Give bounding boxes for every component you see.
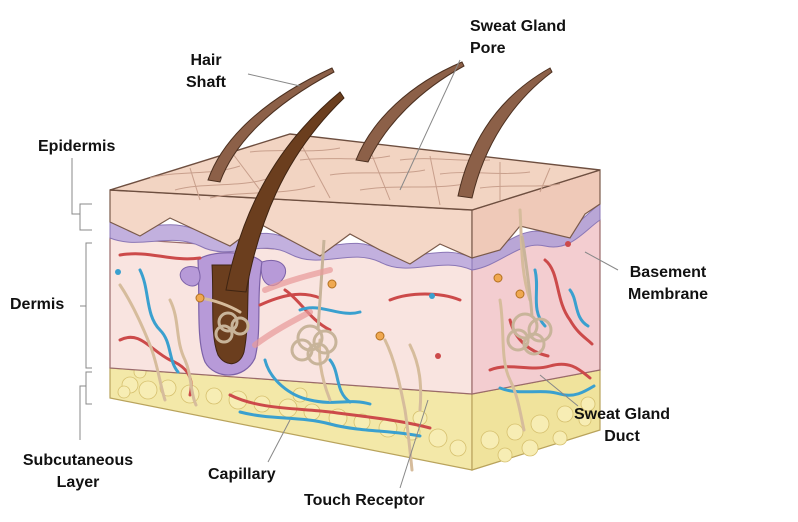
label-basement-membrane-line1: Basement	[629, 264, 707, 281]
sebaceous-gland-left	[179, 266, 201, 287]
sweat-gland-coil-middle	[290, 239, 338, 366]
label-basement-membrane: Basement Membrane	[618, 262, 718, 306]
sweat-gland-coil-right	[506, 235, 553, 356]
label-subcutaneous-layer: Subcutaneous Layer	[18, 450, 138, 494]
artery-dot	[565, 241, 571, 247]
touch-receptor-endings	[195, 273, 525, 341]
hair-shaft-main	[225, 91, 345, 293]
label-dermis-text: Dermis	[10, 296, 65, 313]
epidermis-front	[109, 189, 473, 265]
label-sweat-gland-duct: Sweat Gland Duct	[562, 404, 682, 448]
label-subcutaneous-layer-line1: Subcutaneous	[22, 452, 134, 469]
label-epidermis-text: Epidermis	[38, 138, 116, 155]
label-dermis: Dermis	[10, 294, 64, 316]
hair-shaft-right	[457, 67, 553, 199]
sebaceous-gland	[260, 260, 287, 286]
arteries	[118, 252, 594, 430]
artery-dot	[435, 353, 441, 359]
label-touch-receptor: Touch Receptor	[304, 490, 425, 512]
vein-dot	[115, 269, 121, 275]
sweat-gland-coil-left	[214, 311, 250, 344]
label-capillary-text: Capillary	[208, 466, 276, 483]
label-basement-membrane-line2: Membrane	[627, 286, 709, 303]
veins	[138, 268, 596, 438]
label-sweat-gland-duct-line2: Duct	[604, 428, 640, 445]
hair-shaft-middle	[355, 61, 465, 163]
label-sweat-gland-pore-line2: Pore	[470, 40, 506, 57]
label-sweat-gland-pore-line1: Sweat Gland	[470, 18, 567, 35]
epidermis-side	[471, 169, 601, 259]
nerve-fibers	[118, 208, 532, 472]
label-hair-shaft-line2: Shaft	[186, 74, 226, 91]
leader-lines	[71, 59, 619, 489]
collagen-fibers	[252, 267, 333, 348]
label-epidermis: Epidermis	[38, 136, 115, 158]
basement-membrane-band-side	[471, 203, 601, 271]
hair-shaft-left	[207, 67, 335, 183]
vein-dot	[429, 293, 435, 299]
label-touch-receptor-text: Touch Receptor	[304, 492, 425, 509]
label-sweat-gland-pore: Sweat Gland Pore	[470, 16, 566, 60]
label-sweat-gland-duct-line1: Sweat Gland	[573, 406, 671, 423]
label-capillary: Capillary	[208, 464, 276, 486]
label-hair-shaft-line1: Hair	[190, 52, 222, 69]
label-hair-shaft: Hair Shaft	[176, 50, 236, 94]
label-subcutaneous-layer-line2: Layer	[56, 474, 100, 491]
